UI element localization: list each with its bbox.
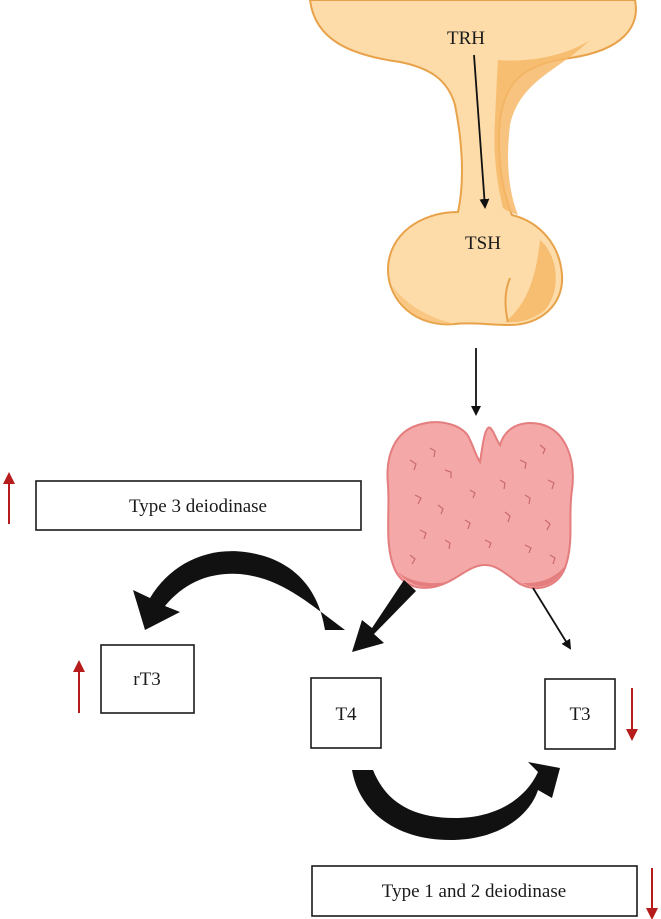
trh-label: TRH [447,28,485,49]
type12-label: Type 1 and 2 deiodinase [382,881,566,902]
pituitary-cleft [504,277,511,323]
t4-to-t3-curved-arrow [352,762,560,840]
t3-box: T3 [544,678,616,750]
type3-deiodinase-box: Type 3 deiodinase [35,480,362,531]
t4-to-rt3-curved-arrow [133,551,345,630]
t4-box: T4 [310,677,382,749]
thyroid-to-t4-arrow [352,580,416,652]
tsh-label: TSH [465,233,501,254]
t3-label: T3 [569,704,590,725]
thyroid-to-t3-arrow [532,587,572,650]
t4-box-frame [310,677,382,749]
trh-to-tsh-arrow [473,54,490,209]
pituitary-shading [505,240,556,323]
rt3-box: rT3 [100,644,195,714]
thyroid-shape [386,421,574,589]
pituitary-base-shade [392,285,455,325]
type3-label: Type 3 deiodinase [129,496,267,517]
type12-box-frame [311,865,638,917]
thyroid-gland [386,421,574,589]
type3-box-frame [35,480,362,531]
type12-deiodinase-box: Type 1 and 2 deiodinase [311,865,638,917]
t3-box-frame [544,678,616,750]
t4-label: T4 [335,704,357,725]
stalk-shading [494,40,590,215]
hypothalamus-pituitary [308,0,637,327]
rt3-box-frame [100,644,195,714]
thyroid-texture [409,444,556,565]
rt3-label: rT3 [133,669,160,690]
